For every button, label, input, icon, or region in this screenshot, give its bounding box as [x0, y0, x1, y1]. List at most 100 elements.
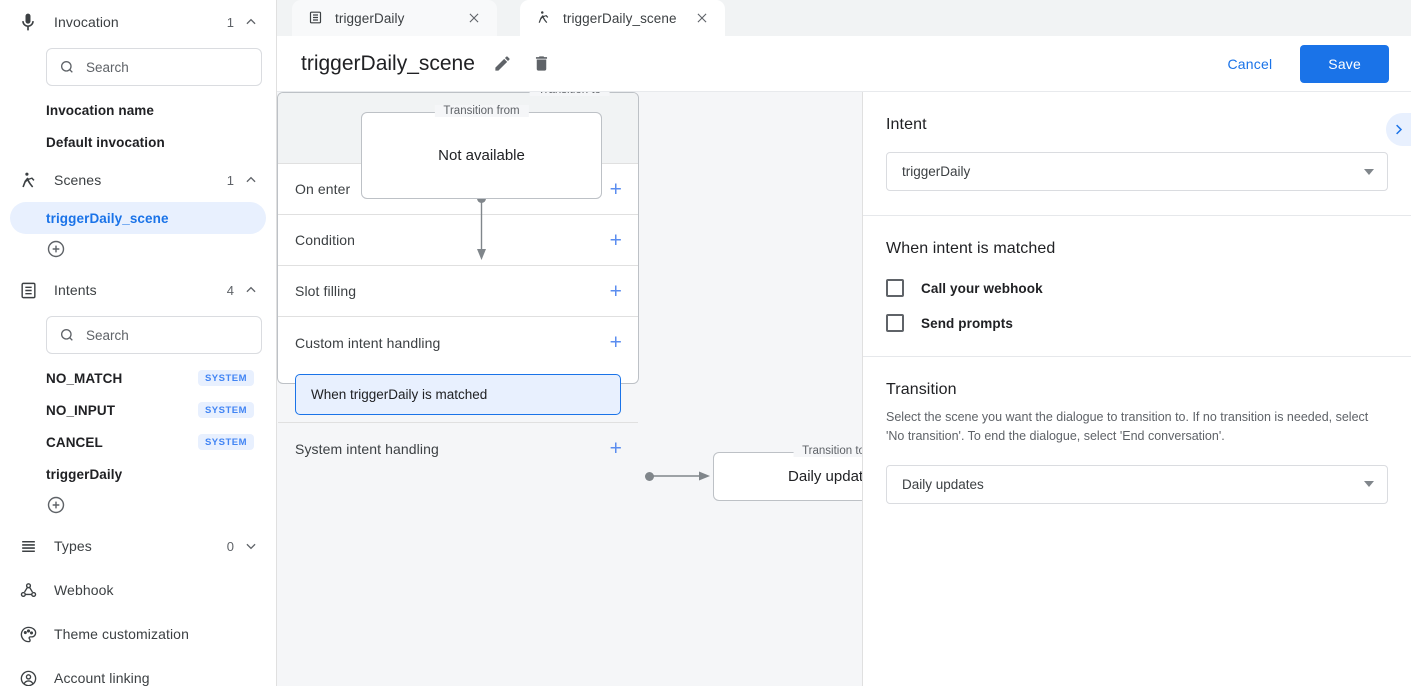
add-condition-button[interactable]: + — [609, 228, 622, 252]
sidebar-group-intents[interactable]: Intents 4 — [0, 268, 276, 312]
sidebar-group-count: 0 — [226, 538, 234, 554]
scene-row-custom-intent-handling[interactable]: Custom intent handling + — [278, 317, 638, 368]
sidebar-item-label: CANCEL — [46, 434, 103, 450]
sidebar-item-label: NO_INPUT — [46, 402, 116, 418]
scene-row-slot-filling[interactable]: Slot filling + — [278, 266, 638, 317]
intent-section: Intent triggerDaily — [863, 92, 1411, 216]
sidebar-item-invocation-name[interactable]: Invocation name — [10, 94, 266, 126]
webhook-icon — [16, 578, 40, 602]
status-badge: SYSTEM — [197, 402, 254, 418]
sidebar-group-label: Intents — [54, 282, 97, 298]
intents-search[interactable] — [46, 316, 262, 354]
transition-from-legend: Transition from — [434, 105, 529, 117]
chevron-up-icon — [244, 283, 258, 297]
intents-icon — [16, 278, 40, 302]
save-button[interactable]: Save — [1300, 44, 1389, 83]
tab-label: triggerDaily — [335, 10, 405, 26]
add-scene-button[interactable] — [0, 234, 276, 268]
sidebar-item-label: Theme customization — [54, 626, 189, 642]
scene-row-on-enter[interactable]: On enter + — [278, 164, 638, 215]
scene-row-condition[interactable]: Condition + — [278, 215, 638, 266]
custom-intent-handler-label: When triggerDaily is matched — [311, 387, 488, 402]
scene-row-label: Condition — [295, 232, 356, 248]
page-title: triggerDaily_scene — [301, 51, 475, 75]
sidebar-item-no-match[interactable]: NO_MATCH SYSTEM — [10, 362, 266, 394]
scene-row-system-intent-handling[interactable]: System intent handling + — [278, 423, 638, 474]
sidebar-group-count: 4 — [226, 282, 234, 298]
chevron-down-icon — [1364, 481, 1374, 488]
trash-icon[interactable] — [532, 54, 551, 73]
when-intent-matched-title: When intent is matched — [886, 240, 1056, 257]
tab-bar: triggerDaily triggerDaily_scene — [277, 0, 1411, 36]
sidebar-item-label: Webhook — [54, 582, 114, 598]
sidebar-item-triggerdaily[interactable]: triggerDaily — [10, 458, 266, 490]
tab-label: triggerDaily_scene — [563, 10, 677, 26]
sidebar-group-count: 1 — [226, 172, 234, 188]
sidebar-item-label: Account linking — [54, 670, 150, 686]
scene-row-label: On enter — [295, 181, 351, 197]
when-intent-matched-section: When intent is matched Call your webhook… — [863, 216, 1411, 357]
add-on-enter-button[interactable]: + — [609, 177, 622, 201]
custom-intent-handler-item[interactable]: When triggerDaily is matched — [295, 374, 621, 415]
transition-from-node[interactable]: Transition from Not available — [361, 105, 602, 199]
add-custom-intent-button[interactable]: + — [609, 331, 622, 354]
sidebar-item-no-input[interactable]: NO_INPUT SYSTEM — [10, 394, 266, 426]
sidebar-item-default-invocation[interactable]: Default invocation — [10, 126, 266, 158]
sidebar-group-label: Invocation — [54, 14, 119, 30]
checkbox-send-prompts[interactable]: Send prompts — [886, 314, 1388, 332]
intent-select[interactable]: triggerDaily — [886, 152, 1388, 191]
transition-target-node[interactable]: Transition to Daily updates — [713, 445, 862, 501]
types-icon — [16, 534, 40, 558]
transition-section-title: Transition — [886, 381, 957, 398]
cancel-button[interactable]: Cancel — [1214, 48, 1287, 80]
transition-from-value: Not available — [438, 147, 525, 164]
edge-dot-custom — [645, 472, 654, 481]
sidebar-item-account-linking[interactable]: Account linking — [0, 656, 276, 686]
search-icon — [59, 59, 75, 75]
chevron-right-icon[interactable] — [1386, 113, 1411, 146]
plus-circle-icon — [46, 495, 66, 520]
tab-triggerdaily-scene[interactable]: triggerDaily_scene — [520, 0, 725, 36]
palette-icon — [16, 622, 40, 646]
status-badge: SYSTEM — [197, 434, 254, 450]
content-body: Transition from Not available Transition… — [277, 92, 1411, 686]
checkbox-icon[interactable] — [886, 279, 904, 297]
intent-section-title: Intent — [886, 116, 927, 133]
checkbox-label: Call your webhook — [921, 280, 1043, 296]
scene-row-label: Slot filling — [295, 283, 357, 299]
sidebar-item-webhook[interactable]: Webhook — [0, 568, 276, 612]
sidebar-item-label: triggerDaily — [46, 466, 123, 482]
sidebar-item-label: Invocation name — [46, 102, 155, 118]
add-intent-button[interactable] — [0, 490, 276, 524]
transition-select[interactable]: Daily updates — [886, 464, 1388, 504]
close-icon[interactable] — [693, 9, 711, 27]
intents-search-input[interactable] — [86, 327, 249, 343]
checkbox-label: Send prompts — [921, 315, 1013, 331]
chevron-up-icon — [244, 15, 258, 29]
sidebar-group-types[interactable]: Types 0 — [0, 524, 276, 568]
chevron-up-icon — [244, 173, 258, 187]
sidebar-group-scenes[interactable]: Scenes 1 — [0, 158, 276, 202]
microphone-icon — [16, 10, 40, 34]
sidebar-item-cancel[interactable]: CANCEL SYSTEM — [10, 426, 266, 458]
sidebar-item-theme-customization[interactable]: Theme customization — [0, 612, 276, 656]
scene-icon — [536, 10, 552, 26]
tab-triggerdaily[interactable]: triggerDaily — [292, 0, 497, 36]
account-icon — [16, 666, 40, 686]
scene-row-label: Custom intent handling — [295, 334, 441, 351]
close-icon[interactable] — [465, 9, 483, 27]
sidebar-item-label: triggerDaily_scene — [46, 210, 169, 226]
sidebar-item-triggerdaily-scene[interactable]: triggerDaily_scene — [10, 202, 266, 234]
checkbox-call-your-webhook[interactable]: Call your webhook — [886, 279, 1388, 297]
checkbox-icon[interactable] — [886, 314, 904, 332]
chevron-down-icon — [1364, 168, 1374, 175]
scene-graph-canvas[interactable]: Transition from Not available Transition… — [277, 92, 862, 686]
invocation-search[interactable] — [46, 48, 262, 86]
add-slot-filling-button[interactable]: + — [609, 279, 622, 303]
invocation-search-input[interactable] — [86, 59, 249, 75]
add-system-intent-button[interactable]: + — [609, 437, 622, 460]
sidebar-group-invocation[interactable]: Invocation 1 — [0, 0, 276, 44]
intent-icon — [308, 10, 324, 26]
pencil-icon[interactable] — [493, 54, 512, 73]
status-badge: SYSTEM — [197, 370, 254, 386]
